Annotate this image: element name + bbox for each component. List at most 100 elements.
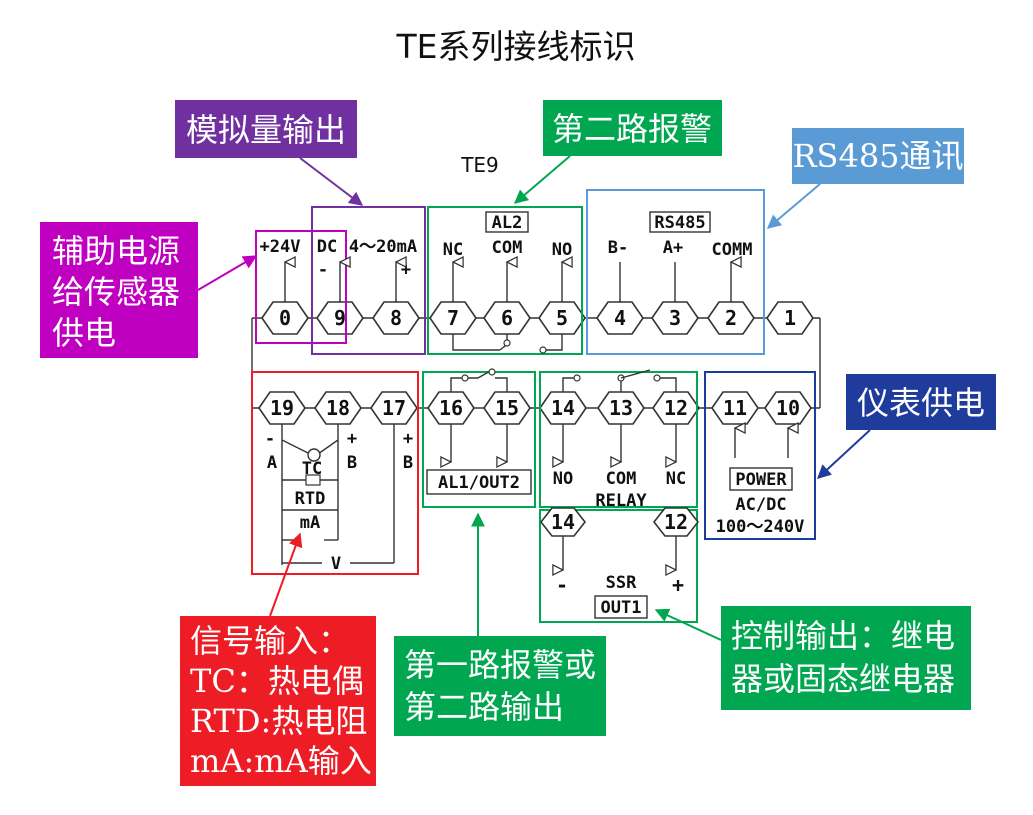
aux-power-group-box <box>255 230 347 344</box>
arrow-rs485 <box>766 183 821 229</box>
label-acdc: AC/DC <box>735 495 786 515</box>
arrow-signal-input <box>269 532 303 617</box>
terminal-number: 1 <box>784 306 796 330</box>
terminal-4[interactable]: 4 <box>596 301 644 335</box>
label-ma-plus: + <box>401 260 411 280</box>
ssr-terminal-12[interactable]: 12 <box>652 507 700 537</box>
callout-alarm1-line1: 第一路报警或 <box>404 646 596 684</box>
terminal-1[interactable]: 1 <box>766 301 814 335</box>
terminal-number: 2 <box>725 306 737 330</box>
label-voltage: 100～240V <box>716 517 805 537</box>
callout-meter-power-text: 仪表供电 <box>857 384 985 422</box>
ssr-arrows <box>552 536 678 577</box>
terminal-number: 15 <box>495 396 519 420</box>
callout-signal-input-line1: 信号输入： <box>190 622 350 660</box>
terminal-number: 16 <box>439 396 463 420</box>
terminal-7[interactable]: 7 <box>429 301 477 335</box>
terminal-9[interactable]: 9 <box>316 301 364 335</box>
al1-out2-label-box <box>426 469 532 495</box>
rs485-group-box <box>586 189 765 355</box>
relay-arrows <box>552 424 678 469</box>
callout-control-output-line1: 控制输出：继电 <box>731 617 955 655</box>
power-group-box <box>704 371 816 540</box>
callout-signal-input-line2: TC：热电偶 <box>190 662 364 700</box>
al1-arrows <box>440 424 509 469</box>
rs485-label-box <box>649 211 711 233</box>
callout-signal-input-line4: mA:mA输入 <box>190 742 372 780</box>
terminal-5[interactable]: 5 <box>538 301 586 335</box>
label-v-plus: + <box>403 429 413 449</box>
callout-aux-power-line3: 供电 <box>52 314 116 352</box>
terminal-17[interactable]: 17 <box>370 391 418 425</box>
label-ma: mA <box>300 513 320 533</box>
callout-signal-input-line3: RTD:热电阻 <box>190 702 367 740</box>
label-ma-range: 4～20mA <box>349 237 417 257</box>
label-ssr: SSR <box>606 573 637 593</box>
label-power: POWER <box>735 470 787 490</box>
terminal-6[interactable]: 6 <box>483 301 531 335</box>
alarm1-group-box <box>422 371 536 508</box>
ssr-group-box <box>539 509 698 623</box>
arrow-alarm2 <box>513 155 571 204</box>
arrow-aux-power <box>197 255 258 291</box>
terminal-0[interactable]: 0 <box>261 301 309 335</box>
terminal-number: 6 <box>501 306 513 330</box>
terminal-13[interactable]: 13 <box>597 391 645 425</box>
terminal-number: 13 <box>609 396 633 420</box>
terminal-14[interactable]: 14 <box>539 391 587 425</box>
label-dc: DC <box>317 237 337 257</box>
terminal-2[interactable]: 2 <box>707 301 755 335</box>
callout-rs485 <box>792 128 964 184</box>
callout-alarm2 <box>543 100 722 156</box>
callout-meter-power <box>846 374 996 430</box>
callout-control-output-line2: 器或固态继电器 <box>731 660 955 698</box>
callout-signal-input <box>180 616 376 786</box>
model-label: TE9 <box>460 153 499 177</box>
label-tc-plus: + <box>347 429 357 449</box>
label-a: A <box>267 453 277 473</box>
analog-output-group-box <box>311 206 426 355</box>
callout-alarm1-line2: 第二路输出 <box>404 688 564 726</box>
label-b-minus: B- <box>608 238 628 258</box>
power-label-box <box>729 467 793 491</box>
terminal-12[interactable]: 12 <box>652 391 700 425</box>
label-relay: RELAY <box>595 491 647 511</box>
signal-input-group-box <box>251 371 419 575</box>
terminal-number: 0 <box>279 306 291 330</box>
label-out1: OUT1 <box>601 598 642 618</box>
terminal-number: 11 <box>723 396 747 420</box>
label-ssr-minus: - <box>556 573 568 597</box>
terminal-3[interactable]: 3 <box>651 301 699 335</box>
power-arrows <box>733 421 799 458</box>
label-tc: TC <box>302 459 322 479</box>
label-b-v: B <box>403 453 413 473</box>
callout-alarm1 <box>394 636 606 736</box>
label-rtd: RTD <box>295 489 326 509</box>
label-rs485: RS485 <box>654 213 705 233</box>
label-dc-minus: - <box>318 260 328 280</box>
al2-relay-switch <box>452 334 563 354</box>
callout-alarm2-text: 第二路报警 <box>552 110 712 148</box>
callout-rs485-text: RS485通讯 <box>792 137 963 175</box>
label-no-top: NO <box>552 240 572 260</box>
terminal-15[interactable]: 15 <box>483 391 531 425</box>
label-no-bottom: NO <box>553 469 573 489</box>
terminal-18[interactable]: 18 <box>314 391 362 425</box>
terminal-number: 18 <box>326 396 350 420</box>
al1-relay-switch <box>450 368 508 392</box>
label-al2: AL2 <box>492 213 523 233</box>
terminal-10[interactable]: 10 <box>764 391 812 425</box>
terminal-19[interactable]: 19 <box>258 391 306 425</box>
callout-aux-power-line1: 辅助电源 <box>52 232 180 270</box>
terminal-16[interactable]: 16 <box>427 391 475 425</box>
label-com-top: COM <box>492 238 523 258</box>
terminal-11[interactable]: 11 <box>711 391 759 425</box>
relay-group-box <box>539 371 698 508</box>
terminal-number: 12 <box>664 396 688 420</box>
ssr-terminal-14[interactable]: 14 <box>539 507 587 537</box>
top-connector-arrows <box>283 255 742 302</box>
terminal-8[interactable]: 8 <box>372 301 420 335</box>
callout-analog-output-text: 模拟量输出 <box>186 111 346 149</box>
label-tc-minus: - <box>265 429 275 449</box>
label-b-tc: B <box>347 453 357 473</box>
